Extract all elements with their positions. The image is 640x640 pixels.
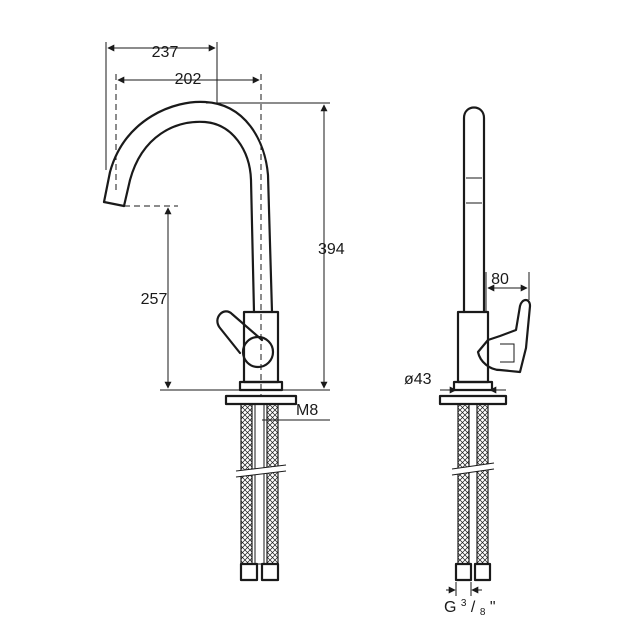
threaded-rod [254,403,265,565]
lever-knob [241,335,275,369]
hose-nut-left [239,562,259,582]
side-hose-right [476,403,489,565]
side-hose-left [457,403,470,565]
front-view: 237 202 394 257 M8 [102,42,345,582]
side-spout [462,106,486,314]
spout-tip [102,200,126,208]
mounting-plate [224,394,298,406]
side-body-ring [452,380,494,392]
dim-g38-label: G 3 / 8 " [444,593,496,619]
spout-inner [122,120,256,314]
side-hose-nut-right [473,562,492,582]
spout-outer [102,100,274,314]
lever-handle [216,310,264,355]
hose-nut-right [260,562,280,582]
m8-label: M8 [296,402,318,419]
dim-202-label: 202 [175,71,202,88]
dim-394-label: 394 [318,241,345,258]
side-mounting-plate [438,394,508,406]
dim-257-label: 257 [141,291,168,308]
hose-right [266,403,279,565]
dim-237-label: 237 [152,44,179,61]
side-hose-nut-left [454,562,473,582]
dim-43-label: ø43 [404,371,432,388]
hose-left [240,403,253,565]
side-view: 80 ø43 G 3 / 8 " [404,106,532,619]
dim-80-label: 80 [491,271,509,288]
side-lever [476,298,532,374]
